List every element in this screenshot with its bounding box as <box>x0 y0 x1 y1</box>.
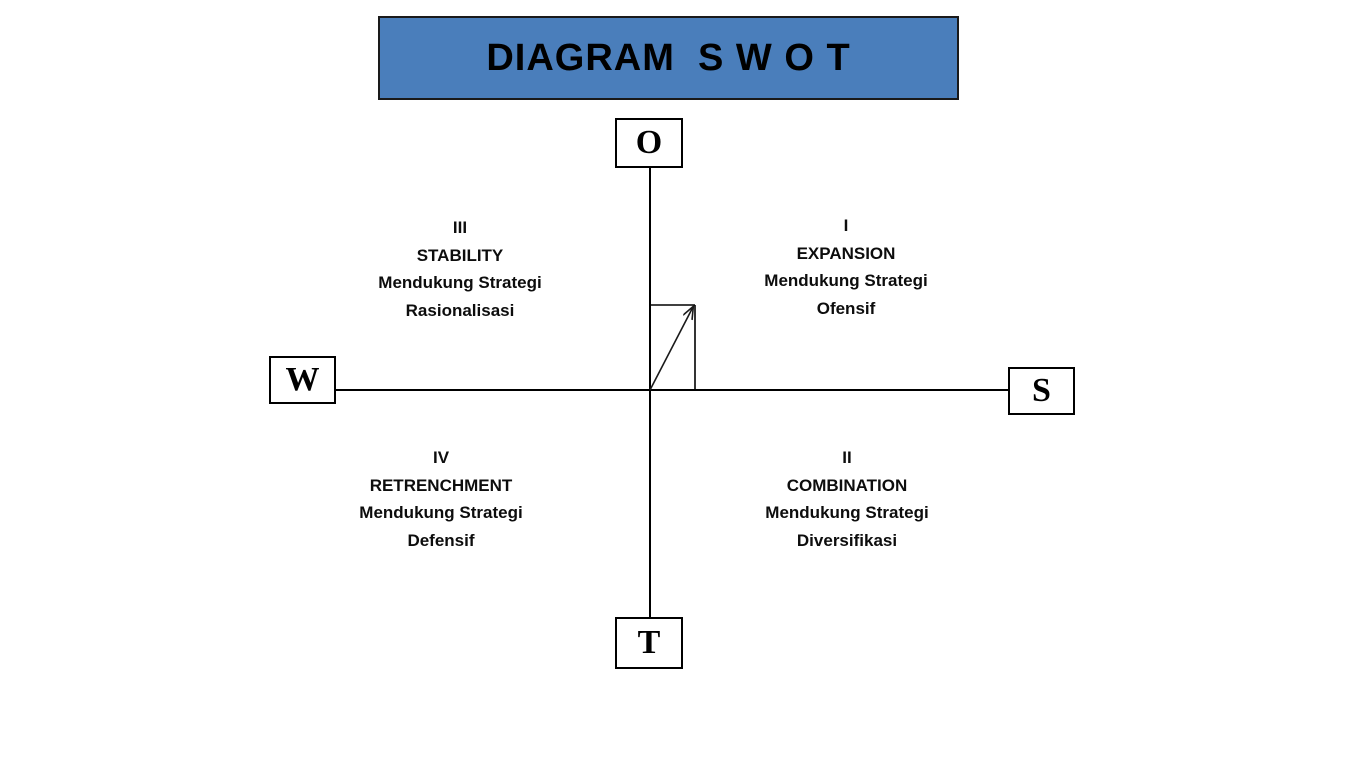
quadrant-ii-numeral: II <box>842 448 852 467</box>
quadrant-iii-numeral: III <box>452 218 468 237</box>
quadrant-i-strategy-line-1: Mendukung Strategi <box>764 271 928 290</box>
quadrant-i-numeral: I <box>843 216 849 235</box>
quadrant-ii-strategy-line-2: Diversifikasi <box>796 530 898 550</box>
quadrant-iii-strategy-line-1: Mendukung Strategi <box>378 273 542 292</box>
axis-label-w: W <box>285 361 320 398</box>
quadrant-i-strategy-line-2: Ofensif <box>816 298 876 318</box>
axis-label-box-opportunities: O <box>615 118 683 168</box>
resultant-vector-arrow <box>649 307 693 391</box>
diagram-title-banner: DIAGRAM S W O T <box>378 16 959 100</box>
quadrant-iii-stability: III STABILITY Mendukung Strategi Rasiona… <box>330 214 590 324</box>
axis-label-box-strengths: S <box>1008 367 1075 415</box>
quadrant-iii-name: STABILITY <box>416 245 504 265</box>
axis-label-box-weaknesses: W <box>269 356 336 404</box>
axis-label-o: O <box>635 124 663 161</box>
quadrant-iv-strategy-line-2: Defensif <box>407 530 475 550</box>
quadrant-iii-strategy-line-2: Rasionalisasi <box>405 300 515 320</box>
page-title: DIAGRAM S W O T <box>486 36 851 79</box>
quadrant-ii-name: COMBINATION <box>786 475 908 495</box>
quadrant-iv-name: RETRENCHMENT <box>369 475 513 495</box>
quadrant-i-name: EXPANSION <box>796 243 896 263</box>
quadrant-iv-strategy-line-1: Mendukung Strategi <box>359 503 523 522</box>
axis-label-s: S <box>1032 372 1051 409</box>
quadrant-ii-strategy-line-1: Mendukung Strategi <box>765 503 929 522</box>
quadrant-i-expansion: I EXPANSION Mendukung Strategi Ofensif <box>716 212 976 322</box>
axis-label-t: T <box>637 624 661 661</box>
quadrant-iv-retrenchment: IV RETRENCHMENT Mendukung Strategi Defen… <box>312 444 570 554</box>
quadrant-iv-numeral: IV <box>432 448 450 467</box>
axis-label-box-threats: T <box>615 617 683 669</box>
quadrant-ii-combination: II COMBINATION Mendukung Strategi Divers… <box>718 444 976 554</box>
